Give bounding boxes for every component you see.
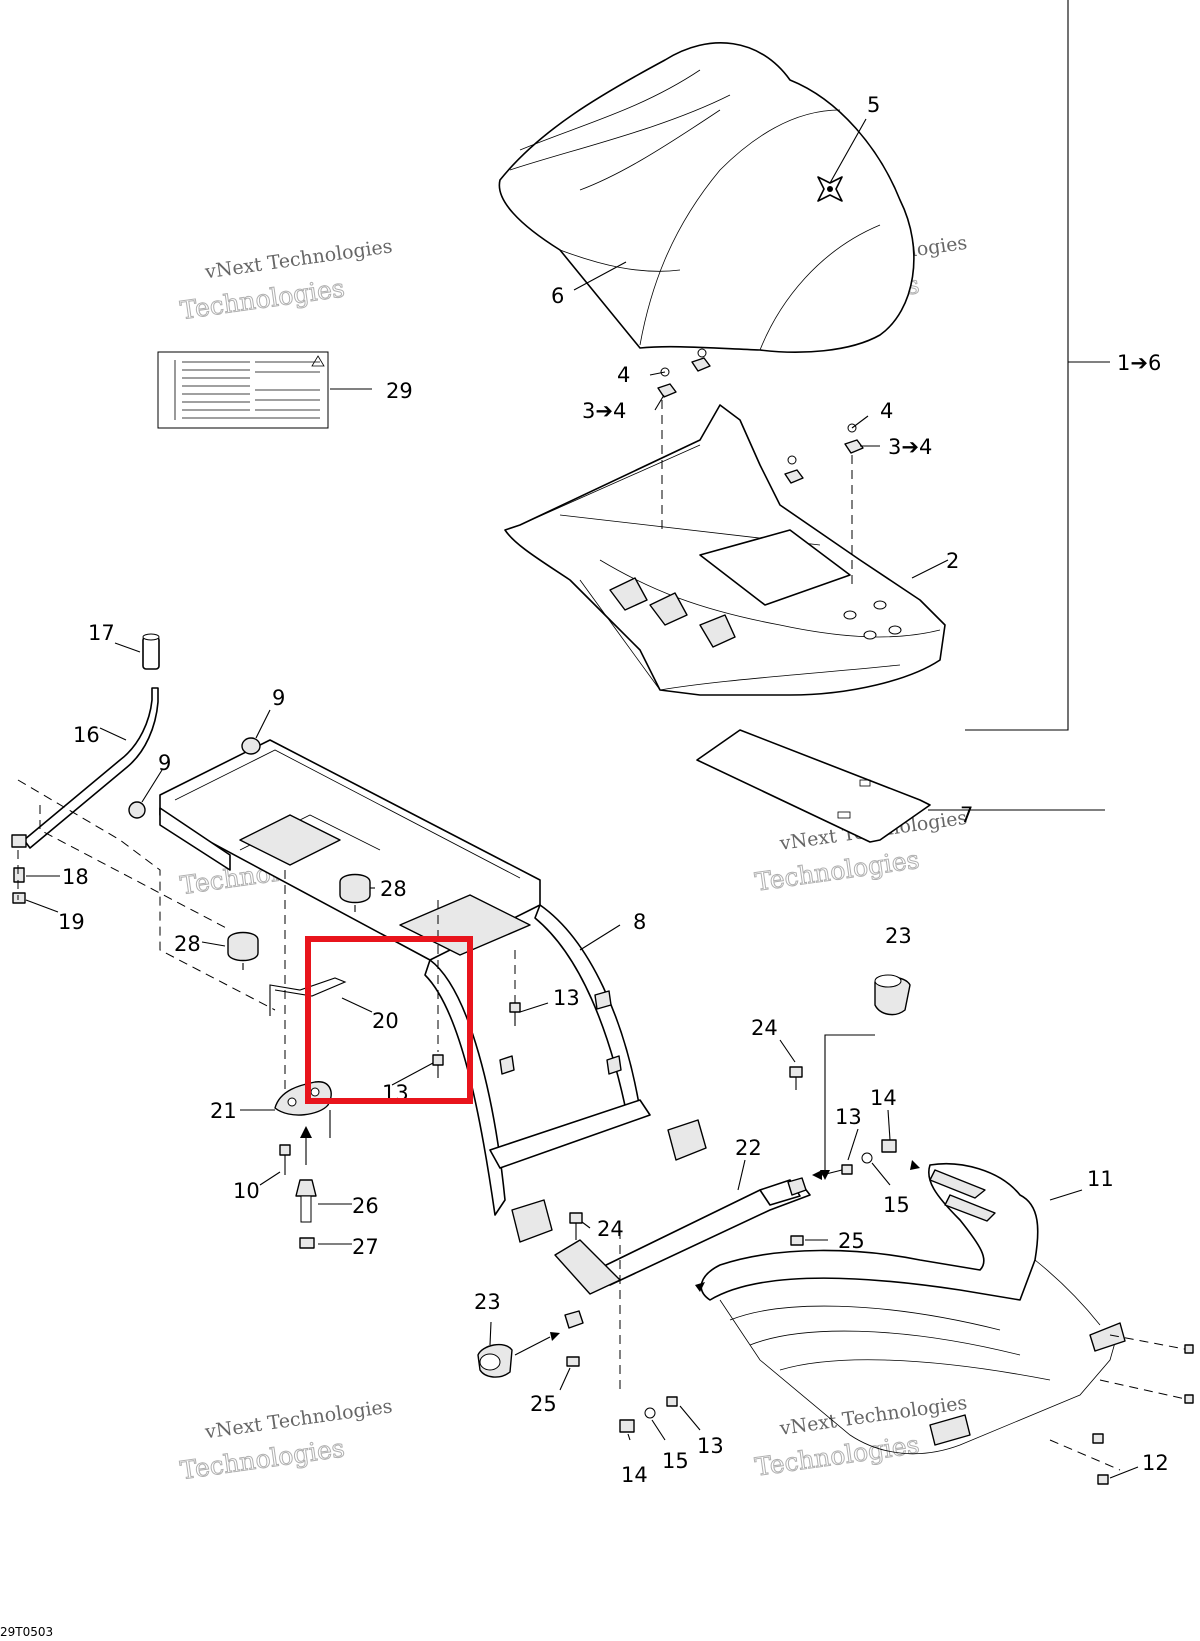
hardware-13-14-15-lower: [619, 1282, 705, 1433]
callout-10: 10: [233, 1179, 260, 1203]
sleeve-17: [142, 633, 160, 670]
rack-frame-8: [159, 739, 707, 1243]
bushing-23a: [874, 974, 911, 1016]
callout-22: 22: [735, 1136, 762, 1160]
svg-text:Technologies: Technologies: [753, 845, 921, 897]
callout-24b: 24: [597, 1217, 624, 1241]
nut-12: [1097, 1474, 1109, 1485]
svg-text:Technologies: Technologies: [178, 1433, 346, 1485]
callout-15a: 15: [883, 1193, 910, 1217]
callout-14b: 14: [621, 1463, 648, 1487]
svg-text:Technologies: Technologies: [178, 273, 346, 325]
rod-16: [11, 687, 159, 849]
svg-text:vNext Technologies: vNext Technologies: [203, 1395, 394, 1443]
crossbar-22: [554, 1177, 811, 1329]
nut-27: [299, 1237, 315, 1249]
callout-14a: 14: [870, 1086, 897, 1110]
callout-2: 2: [946, 549, 959, 573]
bracket-21: [274, 870, 332, 1116]
callout-9b: 9: [158, 751, 171, 775]
wire-20: [269, 977, 347, 1016]
callout-23a: 23: [885, 924, 912, 948]
warning-label-29: [157, 351, 329, 429]
knob-28b: [227, 931, 259, 970]
callout-23b: 23: [474, 1290, 501, 1314]
pad-7: [696, 729, 931, 843]
diagram-code: 29T0503: [0, 1625, 53, 1639]
watermark-top-left: vNext Technologies Technologies: [178, 235, 394, 325]
bumper-9a: [241, 737, 261, 755]
callout-12: 12: [1142, 1451, 1169, 1475]
seat-emblem: [817, 176, 843, 202]
callouts: 1➔6 2 3➔4 3➔4 4 4 5 6 7 8 9 9 10 11 12 1…: [58, 93, 1169, 1487]
callout-11: 11: [1087, 1167, 1114, 1191]
leader-lines: [25, 118, 1139, 1479]
callout-3-4b: 3➔4: [888, 435, 932, 459]
callout-25a: 25: [838, 1229, 865, 1253]
bushing-23b: [477, 1343, 513, 1378]
callout-5: 5: [867, 93, 880, 117]
bumper-9b: [128, 801, 146, 819]
callout-20: 20: [372, 1009, 399, 1033]
assembly-lines-left: [17, 779, 276, 1011]
hardware-3-4-right: [784, 423, 864, 590]
spacer-18: [13, 867, 25, 883]
arrow-up-26: [300, 1126, 312, 1138]
callout-26: 26: [352, 1194, 379, 1218]
bolt-13b: [432, 900, 444, 1078]
callout-21: 21: [210, 1099, 237, 1123]
nut-25b: [566, 1356, 580, 1367]
callout-28a: 28: [380, 877, 407, 901]
nut-19: [12, 892, 26, 904]
nut-12b: [1092, 1433, 1104, 1444]
callout-13a: 13: [553, 986, 580, 1010]
bolt-13a: [509, 950, 521, 1026]
callout-27: 27: [352, 1235, 379, 1259]
nut-25a: [790, 1235, 804, 1246]
callout-25b: 25: [530, 1392, 557, 1416]
hardware-3-4-left: [657, 348, 711, 535]
callout-4a: 4: [617, 363, 630, 387]
hardware-13-14-15-upper: [812, 1139, 920, 1180]
callout-15b: 15: [662, 1449, 689, 1473]
callout-18: 18: [62, 865, 89, 889]
bolt-24b: [569, 1212, 583, 1240]
callout-7: 7: [960, 803, 973, 827]
screw-10: [279, 1144, 291, 1175]
callout-16: 16: [73, 723, 100, 747]
callout-28b: 28: [174, 932, 201, 956]
callout-13c: 13: [835, 1105, 862, 1129]
watermark-bottom-left: vNext Technologies Technologies: [178, 1395, 394, 1485]
callout-8: 8: [633, 910, 646, 934]
callout-6: 6: [551, 284, 564, 308]
seat-base: [504, 404, 946, 696]
svg-text:vNext Technologies: vNext Technologies: [203, 235, 394, 283]
highlight-box: [305, 936, 473, 1104]
callout-24a: 24: [751, 1016, 778, 1040]
knob-28a: [339, 873, 371, 912]
callout-3-4a: 3➔4: [582, 399, 626, 423]
callout-29: 29: [386, 379, 413, 403]
callout-17: 17: [88, 621, 115, 645]
rear-rack-11: [700, 1162, 1126, 1455]
callout-13d: 13: [697, 1434, 724, 1458]
callout-9a: 9: [272, 686, 285, 710]
svg-text:Technologies: Technologies: [753, 1430, 921, 1482]
callout-19: 19: [58, 910, 85, 934]
kit-bracket-1-6: [965, 0, 1069, 731]
callout-4b: 4: [880, 399, 893, 423]
stud-26: [295, 1179, 317, 1223]
callout-1-6: 1➔6: [1117, 351, 1161, 375]
bolt-24a: [789, 1066, 803, 1090]
